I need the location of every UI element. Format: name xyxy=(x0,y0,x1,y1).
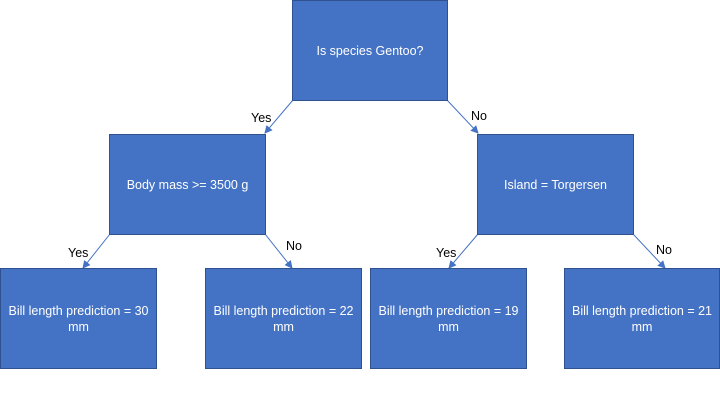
leaf-node-2-label: Bill length prediction = 22 mm xyxy=(213,303,354,334)
leaf-node-3: Bill length prediction = 19 mm xyxy=(370,268,527,369)
edge-label-right-yes: Yes xyxy=(436,246,457,260)
leaf-node-1-label: Bill length prediction = 30 mm xyxy=(8,303,149,334)
node-body-mass: Body mass >= 3500 g xyxy=(109,134,266,235)
leaf-node-4: Bill length prediction = 21 mm xyxy=(564,268,720,369)
edge-right-leaf4 xyxy=(632,233,666,269)
leaf-node-4-label: Bill length prediction = 21 mm xyxy=(571,303,713,334)
leaf-node-2: Bill length prediction = 22 mm xyxy=(205,268,362,369)
edge-label-left-yes: Yes xyxy=(68,246,89,260)
edge-root-right xyxy=(446,99,479,134)
node-island: Island = Torgersen xyxy=(477,134,634,235)
edge-root-left xyxy=(264,99,294,134)
edge-left-leaf2 xyxy=(264,233,293,269)
edge-label-root-no: No xyxy=(471,109,487,123)
edge-left-leaf1 xyxy=(82,233,111,269)
leaf-node-3-label: Bill length prediction = 19 mm xyxy=(378,303,519,334)
edge-label-left-no: No xyxy=(286,239,302,253)
edge-label-root-yes: Yes xyxy=(251,111,272,125)
node-root: Is species Gentoo? xyxy=(292,0,448,101)
node-body-mass-label: Body mass >= 3500 g xyxy=(126,177,249,192)
node-island-label: Island = Torgersen xyxy=(504,177,607,192)
edge-label-right-no: No xyxy=(656,243,672,257)
edge-right-leaf3 xyxy=(448,233,479,269)
leaf-node-1: Bill length prediction = 30 mm xyxy=(0,268,157,369)
node-root-label: Is species Gentoo? xyxy=(316,43,424,58)
